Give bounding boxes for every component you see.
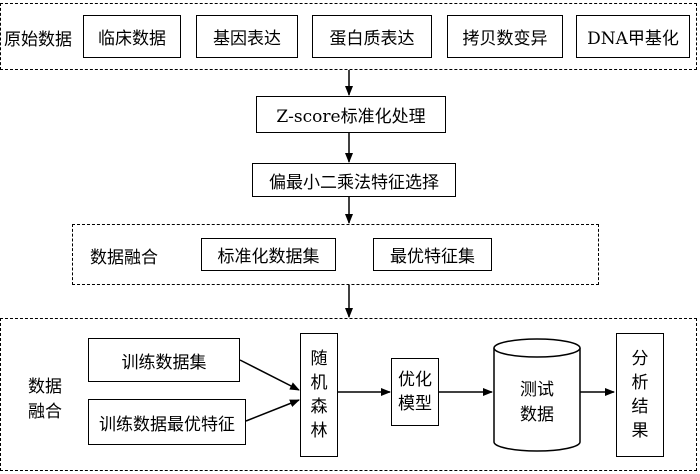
test-data-line1: 测试 <box>520 380 554 400</box>
optimal-feature-set-box: 最优特征集 <box>373 238 492 271</box>
result-char-1: 分 <box>631 349 649 369</box>
random-forest-char-4: 林 <box>310 421 328 441</box>
result-char-4: 果 <box>631 421 649 441</box>
clinical-data-box: 临床数据 <box>83 15 181 58</box>
model-group-title-line2: 融合 <box>28 402 62 422</box>
model-group-title-line1: 数据 <box>28 377 62 397</box>
fusion-title: 数据融合 <box>90 248 158 268</box>
analysis-result-box: 分 析 结 果 <box>616 333 664 457</box>
random-forest-char-3: 森 <box>310 397 328 417</box>
model-group <box>0 318 697 471</box>
raw-data-group <box>0 3 697 70</box>
optimize-model-line2: 模型 <box>398 394 432 414</box>
fusion-group <box>72 224 599 285</box>
arrow-best-to-rf <box>245 399 300 422</box>
standardized-dataset-box: 标准化数据集 <box>201 238 336 271</box>
training-set-box: 训练数据集 <box>88 338 240 382</box>
optimize-model-line1: 优化 <box>398 370 432 390</box>
dna-methylation-box: DNA甲基化 <box>576 15 690 58</box>
raw-data-title: 原始数据 <box>4 30 72 50</box>
zscore-step-box: Z-score标准化处理 <box>256 96 446 133</box>
training-best-features-box: 训练数据最优特征 <box>88 399 246 445</box>
test-data-line2: 数据 <box>520 405 554 425</box>
random-forest-box: 随 机 森 林 <box>300 333 338 457</box>
test-data-cylinder <box>493 338 581 452</box>
result-char-2: 析 <box>631 373 649 393</box>
random-forest-char-1: 随 <box>310 349 328 369</box>
protein-expression-box: 蛋白质表达 <box>312 15 432 58</box>
result-char-3: 结 <box>631 397 649 417</box>
optimize-model-box: 优化 模型 <box>391 358 439 426</box>
gene-expression-box: 基因表达 <box>196 15 298 58</box>
arrow-train-to-rf <box>239 359 300 391</box>
pls-feature-selection-box: 偏最小二乘法特征选择 <box>252 163 456 197</box>
random-forest-char-2: 机 <box>310 373 328 393</box>
copy-number-variation-box: 拷贝数变异 <box>447 15 563 58</box>
